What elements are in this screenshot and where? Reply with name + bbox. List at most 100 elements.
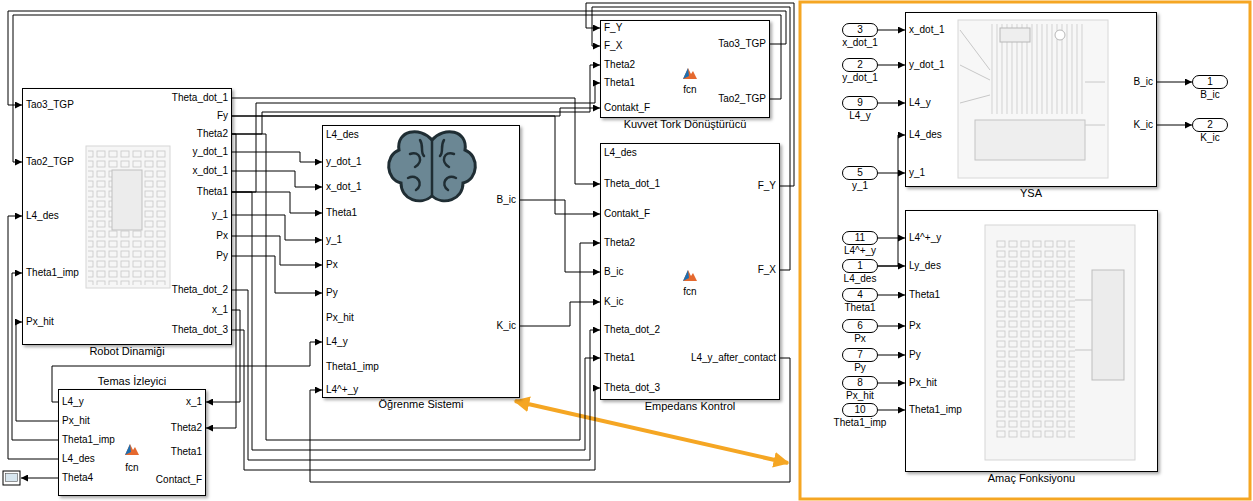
signal-line	[310, 358, 790, 482]
subsystem-block: YSAx_dot_1y_dot_1L4_yL4_desy_1B_icK_ic	[905, 12, 1157, 187]
port-name: B_ic	[1200, 89, 1219, 101]
inport-block: 5y_1	[842, 166, 878, 180]
signal-line	[878, 238, 905, 239]
port-label: Theta_dot_2	[172, 284, 228, 296]
subsystem-block: Robot DinamiğiTao3_TGPTao2_TGPL4_desThet…	[22, 88, 232, 345]
port-label: L4_des	[326, 129, 359, 141]
outport-block: 2K_ic	[1192, 118, 1228, 132]
port-name: y_dot_1	[842, 72, 878, 84]
signal-line	[8, 11, 786, 105]
port-label: B_ic	[604, 266, 623, 278]
block-name: Amaç Fonksiyonu	[988, 472, 1075, 485]
block-name: YSA	[1020, 187, 1042, 200]
signal-line	[878, 295, 905, 296]
port-name: L4^+_y	[844, 245, 876, 257]
signal-line	[12, 273, 58, 440]
signal-line	[232, 152, 322, 162]
port-label: L4_y_after_contact	[691, 352, 776, 364]
signal-line	[232, 330, 600, 470]
signal-line	[1157, 125, 1192, 126]
block-name: Robot Dinamiği	[89, 345, 164, 358]
port-label: L4_y	[909, 97, 931, 109]
zoom-arrow	[515, 401, 788, 463]
inport-block: 8Px_hit	[842, 376, 878, 390]
matlab-icon	[683, 270, 697, 281]
objective-internals	[985, 225, 1135, 460]
function-block: Temas İzleyicifcnL4_yPx_hitTheta1_impL4_…	[58, 389, 206, 496]
port-name: Theta1	[844, 302, 875, 314]
port-label: Tao2_TGP	[26, 156, 74, 168]
port-label: Theta_dot_2	[604, 324, 660, 336]
signal-line	[878, 173, 905, 174]
port-label: Theta1_imp	[909, 404, 962, 416]
port-label: Tao2_TGP	[718, 93, 766, 105]
port-label: Py	[326, 287, 338, 299]
port-label: x_1	[186, 396, 202, 408]
port-name: y_1	[852, 180, 868, 192]
port-label: y_1	[909, 167, 925, 179]
signal-line	[878, 266, 905, 267]
signal-line	[206, 310, 240, 402]
signal-line	[232, 192, 600, 450]
outport-block: 1B_ic	[1192, 75, 1228, 89]
port-name: Px_hit	[846, 390, 874, 402]
port-label: x_dot_1	[909, 24, 945, 36]
signal-line	[586, 3, 794, 186]
port-label: Px_hit	[909, 377, 937, 389]
port-label: Py	[216, 250, 228, 262]
function-label: fcn	[683, 84, 696, 96]
signal-line	[232, 171, 322, 187]
port-label: F_X	[604, 40, 622, 52]
signal-line	[878, 326, 905, 327]
function-label: fcn	[683, 286, 696, 298]
port-label: Theta1_imp	[26, 267, 79, 279]
block-name: Öğrenme Sistemi	[379, 398, 464, 411]
port-label: Ly_des	[909, 260, 941, 272]
function-label: fcn	[125, 462, 138, 474]
port-label: Contakt_F	[604, 102, 650, 114]
port-label: Px	[326, 259, 338, 271]
inport-block: 11L4^+_y	[842, 231, 878, 245]
port-name: L4_y	[849, 110, 871, 122]
port-name: K_ic	[1200, 132, 1219, 144]
port-label: Theta2	[197, 128, 228, 140]
port-name: L4_des	[844, 273, 877, 285]
port-label: K_ic	[1134, 119, 1153, 131]
port-number: 9	[857, 97, 863, 109]
port-label: K_ic	[497, 320, 516, 332]
port-label: Theta_dot_1	[172, 92, 228, 104]
subsystem-block: Amaç FonksiyonuL4^+_yLy_desTheta1PxPyPx_…	[905, 210, 1158, 472]
signal-line	[878, 103, 905, 104]
port-label: Theta1	[171, 446, 202, 458]
zoom-frame	[800, 2, 1250, 499]
port-number: 11	[855, 232, 865, 244]
signal-line	[592, 7, 790, 270]
port-label: F_X	[758, 264, 776, 276]
port-label: L4_des	[62, 453, 95, 465]
port-label: x_1	[212, 304, 228, 316]
port-label: y_dot_1	[326, 156, 362, 168]
signal-line	[8, 216, 58, 459]
port-label: Px_hit	[326, 312, 354, 324]
port-label: Tao3_TGP	[26, 99, 74, 111]
port-name: Px	[854, 333, 866, 345]
port-label: Theta_dot_3	[604, 382, 660, 394]
port-label: y_1	[212, 209, 228, 221]
port-label: Tao3_TGP	[718, 38, 766, 50]
port-label: Py	[909, 349, 921, 361]
port-number: 5	[857, 167, 863, 179]
function-block: Kuvvet Tork DönüştürücüfcnF_YF_XTheta2Th…	[600, 20, 770, 118]
block-name: Kuvvet Tork Dönüştürücü	[624, 118, 747, 131]
port-label: Theta1	[197, 186, 228, 198]
port-label: Theta2	[604, 59, 635, 71]
port-label: Theta4	[62, 472, 93, 484]
port-label: B_ic	[497, 194, 516, 206]
inport-block: 1L4_des	[842, 259, 878, 273]
port-label: L4^+_y	[909, 232, 941, 244]
ann-internals	[958, 20, 1108, 178]
signal-line	[878, 383, 905, 384]
signal-line	[232, 290, 600, 460]
port-number: 2	[857, 59, 863, 71]
port-label: L4_y	[62, 396, 84, 408]
inport-block: 3x_dot_1	[842, 23, 878, 37]
